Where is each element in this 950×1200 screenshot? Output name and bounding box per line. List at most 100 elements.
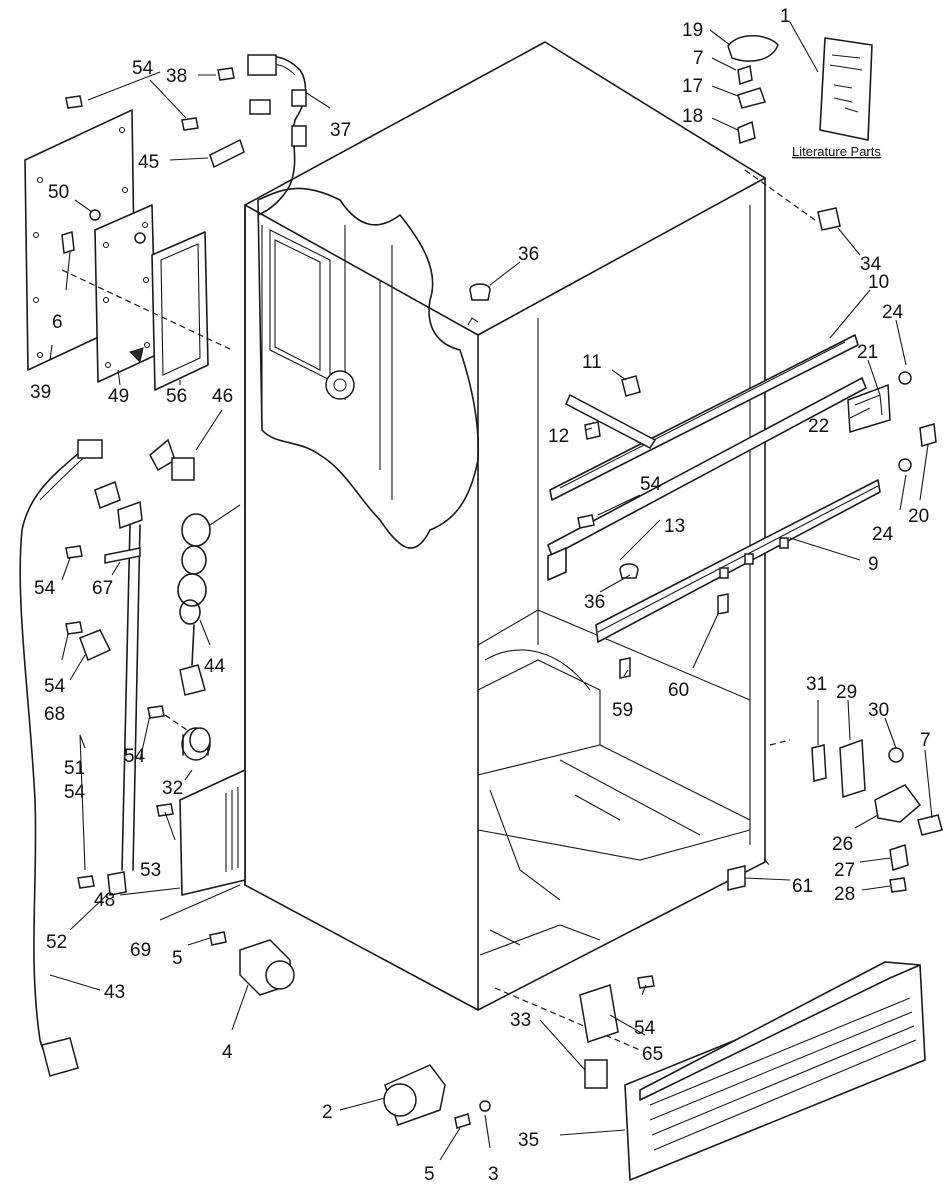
label-7: 7 (693, 48, 704, 69)
label-48: 48 (94, 890, 115, 911)
coil-44 (177, 504, 241, 696)
label-50: 50 (48, 182, 69, 203)
label-17: 17 (682, 76, 703, 97)
label-54: 54 (640, 474, 662, 495)
label-19: 19 (682, 20, 703, 41)
label-52: 52 (46, 932, 67, 953)
part-labels: 1 19 7 17 18 54 38 37 45 50 6 39 49 56 4… (30, 6, 931, 1185)
label-24: 24 (872, 524, 894, 545)
label-54: 54 (132, 58, 154, 79)
label-32: 32 (162, 778, 183, 799)
label-3: 3 (488, 1164, 499, 1185)
grommet-46 (171, 457, 195, 481)
label-53: 53 (140, 860, 161, 881)
label-18: 18 (682, 106, 703, 127)
bracket-45 (209, 138, 245, 169)
clip-67 (104, 547, 141, 564)
label-9: 9 (868, 554, 879, 575)
wire-connector (94, 480, 143, 530)
label-13: 13 (664, 516, 685, 537)
cabinet (244, 41, 816, 1051)
power-cord-43 (19, 439, 103, 1077)
label-45: 45 (138, 152, 159, 173)
label-54: 54 (34, 578, 56, 599)
hinge-top-17 (727, 35, 779, 144)
shim-31 (811, 744, 827, 782)
label-22: 22 (808, 416, 829, 437)
clip-50 (89, 209, 101, 221)
leader-lines (49, 21, 933, 1161)
label-60: 60 (668, 680, 689, 701)
label-10: 10 (868, 272, 889, 293)
bracket-65 (579, 984, 619, 1043)
label-59: 59 (612, 700, 633, 721)
label-4: 4 (222, 1042, 233, 1063)
literature-parts-1 (819, 37, 873, 141)
label-69: 69 (130, 940, 151, 961)
label-68: 68 (44, 704, 65, 725)
label-28: 28 (834, 884, 855, 905)
screw-20 (919, 423, 937, 447)
label-34: 34 (860, 254, 882, 275)
label-27: 27 (834, 860, 855, 881)
screw-54 (65, 95, 83, 109)
roller-4 (239, 939, 295, 996)
label-26: 26 (832, 834, 853, 855)
label-54: 54 (634, 1018, 656, 1039)
toe-grille-35 (624, 961, 926, 1181)
label-7: 7 (920, 730, 931, 751)
label-1: 1 (780, 6, 791, 27)
label-33: 33 (510, 1010, 531, 1031)
label-29: 29 (836, 682, 857, 703)
insulator-32 (181, 727, 211, 761)
literature-parts-caption: Literature Parts (792, 144, 881, 159)
label-44: 44 (204, 656, 226, 677)
screw-6 (61, 231, 75, 254)
label-36: 36 (584, 592, 605, 613)
clip-11 (621, 375, 641, 397)
label-46: 46 (212, 386, 233, 407)
plug-34 (817, 207, 841, 231)
label-30: 30 (868, 700, 889, 721)
shelf-rails (547, 334, 891, 643)
label-54: 54 (64, 782, 86, 803)
label-31: 31 (806, 674, 827, 695)
roller-2 (383, 1064, 491, 1126)
label-67: 67 (92, 578, 113, 599)
label-61: 61 (792, 876, 813, 897)
label-21: 21 (857, 342, 878, 363)
compressor-cover-48 (179, 769, 246, 896)
plug-36 (469, 283, 491, 301)
label-5: 5 (172, 948, 183, 969)
label-6: 6 (52, 312, 63, 333)
label-36: 36 (518, 244, 539, 265)
label-24: 24 (882, 302, 904, 323)
label-49: 49 (108, 386, 129, 407)
label-43: 43 (104, 982, 125, 1003)
label-38: 38 (166, 66, 187, 87)
wire-harness-37 (247, 54, 307, 216)
clip-12 (584, 421, 601, 440)
label-56: 56 (166, 386, 187, 407)
label-2: 2 (322, 1102, 333, 1123)
label-54: 54 (44, 676, 66, 697)
gasket-panel-49 (94, 204, 157, 383)
bracket-29 (839, 738, 866, 799)
label-5: 5 (424, 1164, 435, 1185)
clip-33 (584, 1059, 608, 1089)
frame-56 (151, 231, 209, 391)
label-65: 65 (642, 1044, 663, 1065)
screw-38 (217, 67, 235, 81)
label-37: 37 (330, 120, 351, 141)
label-20: 20 (908, 506, 929, 527)
label-39: 39 (30, 382, 51, 403)
label-11: 11 (582, 352, 602, 373)
clip-61 (727, 865, 746, 891)
clamp-68 (79, 629, 112, 662)
drain-tube-51 (121, 524, 141, 871)
hinge-bottom-26 (874, 784, 922, 823)
label-35: 35 (518, 1130, 539, 1151)
label-54: 54 (124, 746, 146, 767)
label-51: 51 (64, 758, 85, 779)
